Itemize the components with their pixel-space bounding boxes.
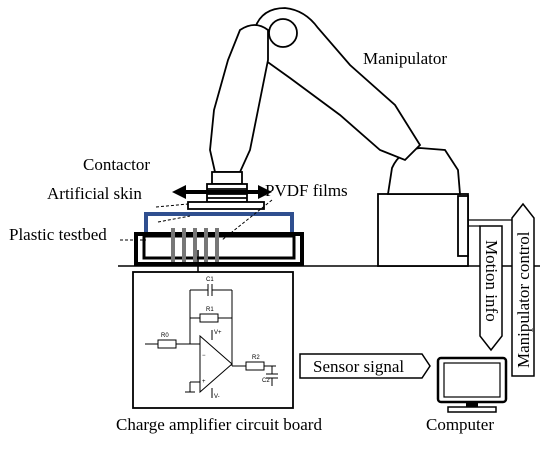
r0-label: R0: [161, 333, 169, 339]
c2-label: C2: [262, 378, 270, 384]
manipulator-control-label: Manipulator control: [514, 231, 533, 368]
circuit-board: [132, 271, 294, 409]
vminus-label: V-: [214, 394, 220, 400]
pvdf-film: [171, 228, 175, 262]
motion-info-arrow: [479, 225, 503, 352]
control-wires: [468, 219, 512, 227]
opamp-minus-label: −: [202, 353, 206, 359]
motion-info-label: Motion info: [482, 240, 501, 322]
computer-icon: [436, 356, 508, 413]
robot-manipulator: [206, 7, 469, 267]
sensor-signal-label: Sensor signal: [313, 357, 404, 376]
robot-forearm: [209, 24, 269, 173]
manipulator-label: Manipulator: [363, 49, 447, 68]
pvdf-films-label: PVDF films: [265, 181, 348, 200]
artificial-skin-label: Artificial skin: [47, 184, 142, 203]
leader-lines: [120, 199, 273, 241]
contactor-label: Contactor: [83, 155, 150, 174]
robot-base: [377, 193, 469, 267]
computer-label: Computer: [426, 415, 494, 434]
motion-double-arrow: [172, 185, 272, 199]
contactor: [187, 201, 265, 210]
plastic-testbed-label: Plastic testbed: [9, 225, 107, 244]
opamp-plus-label: +: [202, 379, 206, 385]
manipulator-control-arrow: [511, 202, 535, 377]
pvdf-films: [171, 228, 219, 262]
c1-label: C1: [206, 277, 214, 283]
robot-wrist: [211, 171, 243, 185]
robot-base-side: [457, 195, 469, 257]
sensor-signal-arrow: [299, 353, 431, 379]
pvdf-film: [204, 228, 208, 262]
r1-label: R1: [206, 307, 214, 313]
r2-label: R2: [252, 355, 260, 361]
pvdf-leader: [221, 199, 273, 241]
vplus-label: V+: [214, 330, 222, 336]
pvdf-film: [182, 228, 186, 262]
circuit-schematic: [145, 284, 278, 398]
robot-elbow-joint: [268, 18, 298, 48]
artificial-skin: [144, 212, 294, 234]
contactor-leader: [155, 203, 189, 208]
pvdf-film: [215, 228, 219, 262]
pvdf-film: [193, 228, 197, 262]
skin-leader: [157, 215, 191, 223]
circuit-board-label: Charge amplifier circuit board: [116, 415, 322, 434]
